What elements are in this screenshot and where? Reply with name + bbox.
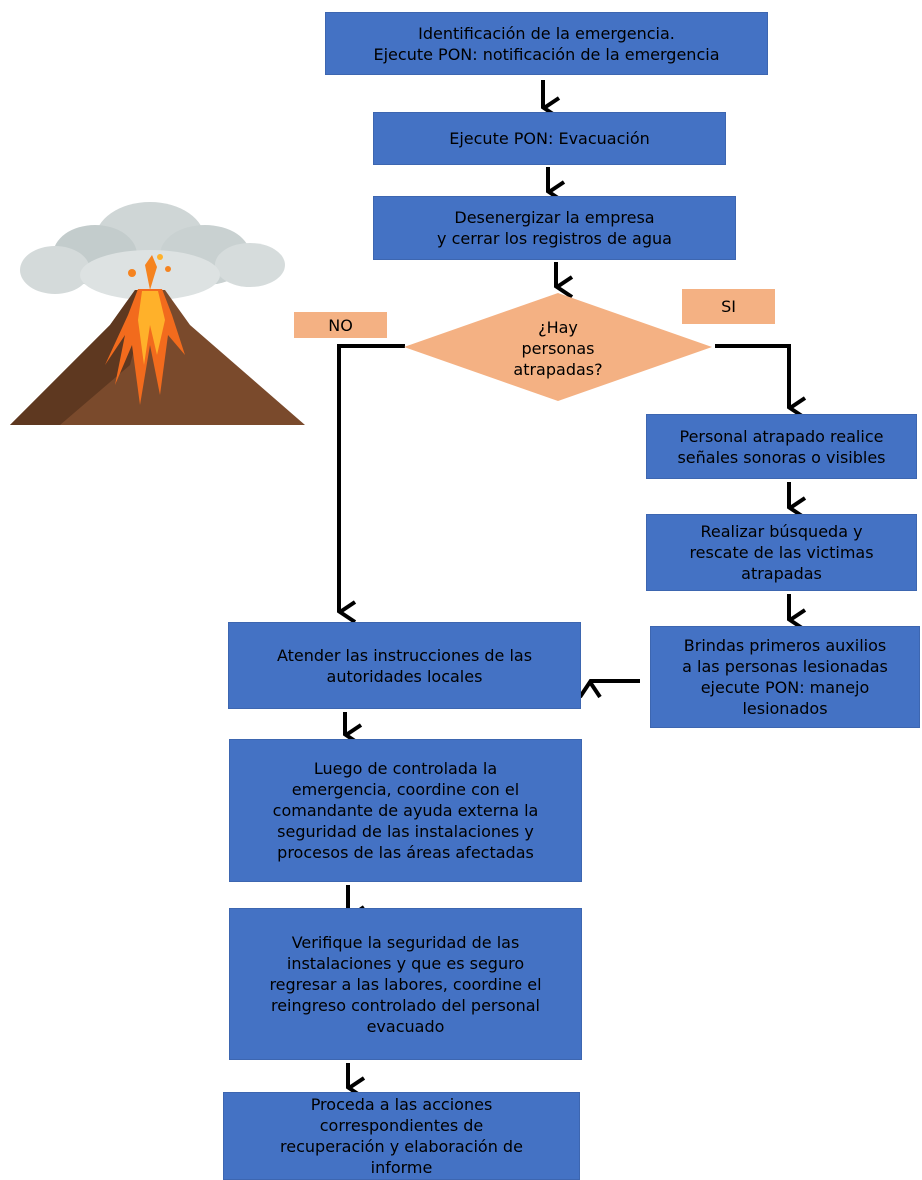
step-busqueda: Realizar búsqueda y rescate de las victi… — [646, 514, 917, 591]
step-verifique: Verifique la seguridad de las instalacio… — [229, 908, 582, 1060]
arrow-no-branch — [337, 344, 405, 612]
step-proceda: Proceda a las acciones correspondientes … — [223, 1092, 580, 1180]
decision-text: ¿Hay personas atrapadas? — [513, 318, 603, 379]
step-atender: Atender las instrucciones de las autorid… — [228, 622, 581, 709]
step-evacuacion: Ejecute PON: Evacuación — [373, 112, 726, 165]
step-auxilios: Brindas primeros auxilios a las personas… — [650, 626, 920, 728]
step-desenergizar: Desenergizar la empresa y cerrar los reg… — [373, 196, 736, 260]
step-senales: Personal atrapado realice señales sonora… — [646, 414, 917, 479]
step-controlada: Luego de controlada la emergencia, coord… — [229, 739, 582, 882]
step-identificacion: Identificación de la emergencia. Ejecute… — [325, 12, 768, 75]
arrow-si-branch — [715, 344, 789, 408]
volcano-illustration-icon — [10, 202, 305, 425]
label-si: SI — [682, 289, 775, 324]
label-no: NO — [294, 312, 387, 338]
